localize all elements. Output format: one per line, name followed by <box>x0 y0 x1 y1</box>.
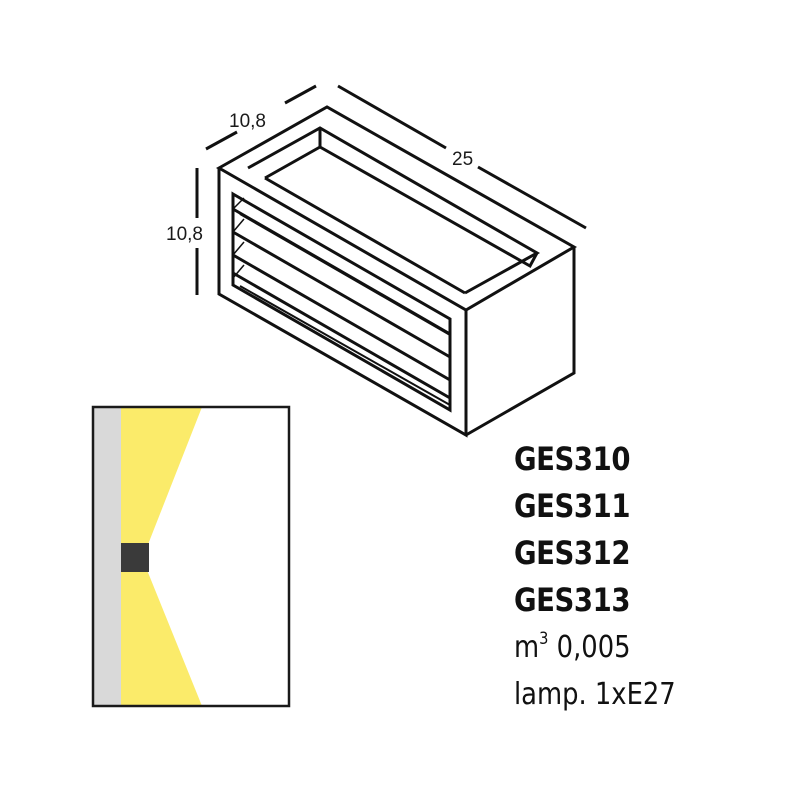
model-code: GES310 <box>514 440 631 478</box>
height-label: 10,8 <box>166 224 203 245</box>
fixture-symbol <box>121 543 149 572</box>
depth-dimension-line <box>205 84 317 151</box>
volume-value: 0,005 <box>556 630 631 665</box>
model-code: GES312 <box>514 534 631 572</box>
spec-block: GES310 GES311 GES312 GES313 m3 0,005 lam… <box>514 436 702 718</box>
light-distribution-diagram <box>91 405 291 708</box>
downward-beam <box>121 570 202 706</box>
depth-label: 10,8 <box>229 111 266 132</box>
model-code: GES311 <box>514 487 631 525</box>
lamp-spec: lamp. 1xE27 <box>514 677 676 712</box>
length-label: 25 <box>452 149 473 170</box>
fixture-box <box>215 105 578 438</box>
upward-beam <box>121 407 202 547</box>
wall-area <box>93 407 121 706</box>
volume-unit: m <box>514 630 540 665</box>
model-code: GES313 <box>514 581 631 619</box>
length-dimension-line <box>337 84 587 230</box>
volume-spec: m3 0,005 <box>514 624 676 671</box>
volume-exponent: 3 <box>539 629 549 649</box>
